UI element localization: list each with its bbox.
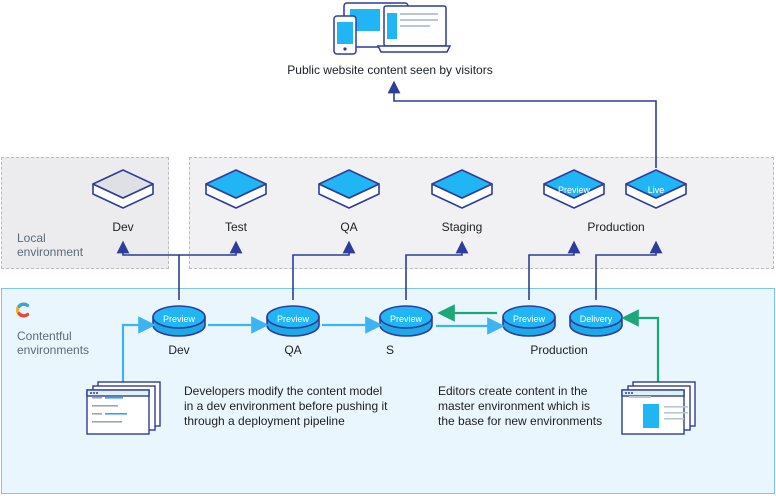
connector-production-delivery	[595, 240, 663, 300]
disk-label-delivery: Delivery	[579, 314, 613, 324]
upper-label-staging: Staging	[441, 220, 483, 234]
upper-label-production: Production	[587, 220, 645, 234]
lower-label-s: S	[385, 343, 395, 357]
disk-production-preview	[502, 305, 556, 337]
contentful-logo-icon	[15, 302, 30, 318]
tile-staging	[431, 169, 493, 209]
disk-qa	[266, 305, 320, 337]
editor-windows-icon	[621, 381, 696, 435]
remote-environments-region	[189, 157, 774, 269]
arrow-editors-to-delivery	[621, 309, 660, 382]
disk-label-qa: Preview	[276, 314, 310, 324]
local-environment-region	[1, 157, 169, 269]
connector-qa-disk-to-qa-tile	[292, 240, 356, 300]
connector-dev-disk-to-dev-tile	[116, 240, 180, 300]
connector-production-preview	[528, 240, 581, 300]
tile-dev	[92, 169, 154, 209]
disk-label-dev: Preview	[162, 314, 196, 324]
devices-icon	[333, 2, 452, 55]
disk-label-s: Preview	[389, 314, 423, 324]
lower-label-dev: Dev	[168, 343, 190, 357]
tile-test	[205, 169, 267, 209]
lower-label-production: Production	[530, 343, 588, 357]
tile-production-preview	[543, 169, 605, 209]
lower-label-qa: QA	[284, 343, 302, 357]
upper-label-test: Test	[224, 220, 248, 234]
local-environment-label: Local environment	[17, 231, 84, 259]
tile-production-preview-label: Preview	[557, 185, 591, 195]
disk-dev	[152, 305, 206, 337]
connector-s-disk-to-staging-tile	[405, 240, 469, 300]
upper-label-dev: Dev	[112, 220, 134, 234]
connector-live-to-website	[387, 80, 657, 168]
upper-label-qa: QA	[340, 220, 358, 234]
developers-note: Developers modify the content model in a…	[184, 384, 388, 428]
arrow-devs-to-dev	[121, 316, 156, 382]
connector-dev-disk-to-test-tile	[179, 240, 243, 256]
editors-note: Editors create content in the master env…	[438, 384, 603, 428]
disk-label-production: Preview	[512, 314, 546, 324]
disk-s	[379, 305, 433, 337]
tile-production-live	[625, 169, 687, 209]
contentful-environments-label: Contentful environments	[17, 329, 90, 357]
developer-windows-icon	[86, 381, 161, 435]
tile-production-live-label: Live	[647, 185, 665, 195]
website-caption: Public website content seen by visitors	[287, 63, 493, 77]
tile-qa	[318, 169, 380, 209]
